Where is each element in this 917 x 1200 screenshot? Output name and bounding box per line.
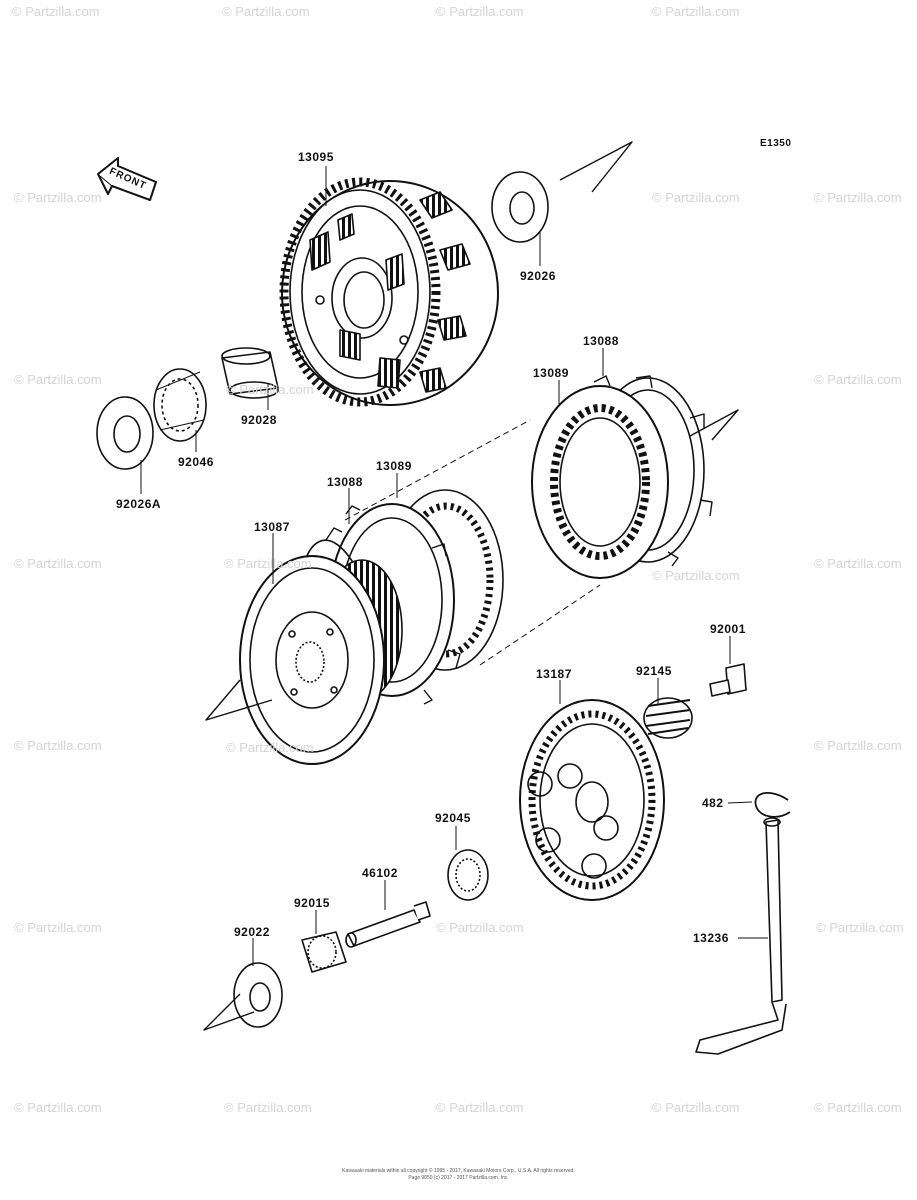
watermark: © Partzilla.com bbox=[814, 738, 902, 753]
watermark: © Partzilla.com bbox=[652, 190, 740, 205]
watermark: © Partzilla.com bbox=[222, 4, 310, 19]
spring-92145[interactable] bbox=[643, 697, 693, 739]
ball-bearing-92045[interactable] bbox=[447, 849, 489, 901]
copyright-line: Kawasaki materials within all copyright … bbox=[342, 1168, 575, 1174]
watermark: © Partzilla.com bbox=[814, 1100, 902, 1115]
watermark: © Partzilla.com bbox=[814, 372, 902, 387]
front-arrow-icon bbox=[97, 157, 157, 201]
part-callout-13087[interactable]: 13087 bbox=[254, 520, 290, 534]
part-callout-482[interactable]: 482 bbox=[702, 796, 724, 810]
part-callout-92045[interactable]: 92045 bbox=[435, 811, 471, 825]
diagram-code: E1350 bbox=[760, 138, 792, 149]
part-callout-13089-upper[interactable]: 13089 bbox=[533, 366, 569, 380]
part-callout-13088-upper[interactable]: 13088 bbox=[583, 334, 619, 348]
steel-plate-13089-upper[interactable] bbox=[531, 385, 669, 579]
part-callout-92026A[interactable]: 92026A bbox=[116, 497, 162, 511]
part-callout-92046[interactable]: 92046 bbox=[178, 455, 214, 469]
part-callout-92015[interactable]: 92015 bbox=[294, 896, 330, 910]
watermark: © Partzilla.com bbox=[12, 4, 100, 19]
part-callout-92145[interactable]: 92145 bbox=[636, 664, 672, 678]
watermark: © Partzilla.com bbox=[14, 738, 102, 753]
part-callout-13236[interactable]: 13236 bbox=[693, 931, 729, 945]
watermark: © Partzilla.com bbox=[814, 190, 902, 205]
watermark: © Partzilla.com bbox=[226, 382, 314, 397]
part-callout-46102[interactable]: 46102 bbox=[362, 866, 398, 880]
watermark: © Partzilla.com bbox=[814, 556, 902, 571]
washer-92026A[interactable] bbox=[96, 396, 154, 470]
part-callout-13088-lower[interactable]: 13088 bbox=[327, 475, 363, 489]
pressure-plate-13187[interactable] bbox=[519, 699, 665, 901]
watermark: © Partzilla.com bbox=[436, 4, 524, 19]
bolt-92001[interactable] bbox=[709, 663, 747, 697]
watermark: © Partzilla.com bbox=[224, 1100, 312, 1115]
part-callout-92028[interactable]: 92028 bbox=[241, 413, 277, 427]
clutch-hub-13087[interactable] bbox=[239, 539, 403, 765]
watermark: © Partzilla.com bbox=[14, 372, 102, 387]
part-callout-92026[interactable]: 92026 bbox=[520, 269, 556, 283]
watermark: © Partzilla.com bbox=[14, 920, 102, 935]
watermark: © Partzilla.com bbox=[652, 568, 740, 583]
watermark: © Partzilla.com bbox=[14, 556, 102, 571]
part-callout-13095[interactable]: 13095 bbox=[298, 150, 334, 164]
release-lever-13236[interactable] bbox=[695, 817, 787, 1055]
watermark: © Partzilla.com bbox=[652, 1100, 740, 1115]
washer-92022[interactable] bbox=[233, 962, 283, 1028]
push-rod-46102[interactable] bbox=[345, 901, 431, 948]
needle-bearing-92046[interactable] bbox=[153, 368, 207, 442]
part-callout-92022[interactable]: 92022 bbox=[234, 925, 270, 939]
watermark: © Partzilla.com bbox=[226, 740, 314, 755]
watermark: © Partzilla.com bbox=[816, 920, 904, 935]
circlip-482[interactable] bbox=[754, 792, 791, 818]
watermark: © Partzilla.com bbox=[436, 1100, 524, 1115]
watermark: © Partzilla.com bbox=[224, 556, 312, 571]
part-callout-92001[interactable]: 92001 bbox=[710, 622, 746, 636]
part-callout-13089-lower[interactable]: 13089 bbox=[376, 459, 412, 473]
watermark: © Partzilla.com bbox=[14, 190, 102, 205]
copyright-line: Page 9050 (c) 2017 - 2017 Partzilla.com,… bbox=[408, 1175, 509, 1181]
part-callout-13187[interactable]: 13187 bbox=[536, 667, 572, 681]
watermark: © Partzilla.com bbox=[14, 1100, 102, 1115]
watermark: © Partzilla.com bbox=[652, 4, 740, 19]
leader-lines bbox=[140, 166, 768, 966]
washer-92026[interactable] bbox=[491, 171, 549, 243]
watermark: © Partzilla.com bbox=[436, 920, 524, 935]
collar-92028[interactable] bbox=[221, 347, 279, 399]
clutch-housing-13095[interactable] bbox=[279, 177, 499, 407]
nut-92015[interactable] bbox=[301, 931, 347, 973]
